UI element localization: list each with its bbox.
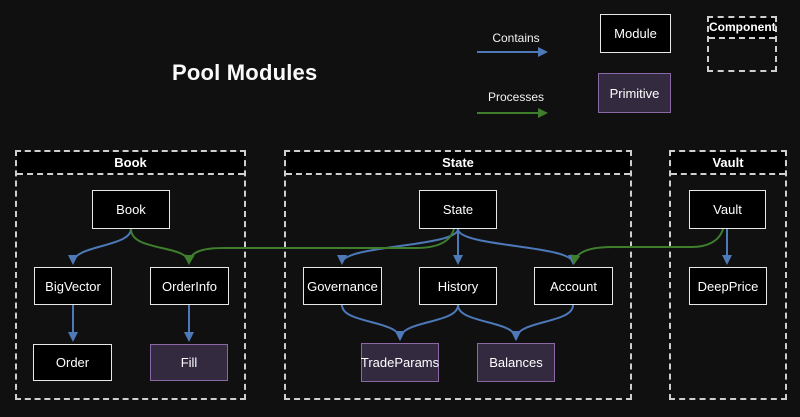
node-book-label: Book — [116, 202, 146, 217]
container-vault-title: Vault — [671, 152, 785, 175]
node-balances-label: Balances — [489, 355, 543, 370]
node-bigvector: BigVector — [34, 267, 112, 305]
node-governance-label: Governance — [307, 278, 378, 294]
node-deepprice-label: DeepPrice — [697, 278, 759, 294]
node-vault: Vault — [689, 190, 766, 229]
node-order: Order — [33, 344, 112, 381]
legend-primitive-label: Primitive — [609, 85, 660, 101]
node-tradeparams-label: TradeParams — [360, 355, 440, 370]
container-state-title: State — [286, 152, 630, 175]
legend-component-label: Component — [709, 18, 776, 39]
legend-primitive-node: Primitive — [598, 73, 671, 113]
legend-processes-label: Processes — [487, 90, 545, 104]
legend-module-label: Module — [614, 26, 657, 41]
node-tradeparams: TradeParams — [361, 343, 439, 382]
node-vault-label: Vault — [713, 202, 742, 217]
legend-component-box: Component — [707, 16, 777, 72]
node-fill: Fill — [150, 344, 228, 381]
legend-contains-label: Contains — [492, 31, 540, 45]
container-book-title: Book — [17, 152, 244, 175]
node-state: State — [419, 190, 497, 229]
node-state-label: State — [442, 202, 474, 217]
node-account-label: Account — [550, 278, 597, 294]
node-orderinfo: OrderInfo — [150, 267, 229, 305]
container-state: State — [284, 150, 632, 400]
node-orderinfo-label: OrderInfo — [162, 278, 217, 294]
node-deepprice: DeepPrice — [689, 267, 767, 305]
node-order-label: Order — [55, 355, 90, 370]
page-title: Pool Modules — [172, 60, 318, 85]
node-history: History — [419, 267, 497, 305]
legend-module-node: Module — [600, 14, 671, 53]
container-vault: Vault — [669, 150, 787, 400]
node-history-label: History — [437, 278, 479, 294]
node-balances: Balances — [477, 343, 555, 382]
node-bigvector-label: BigVector — [45, 278, 101, 294]
container-book: Book — [15, 150, 246, 400]
node-account: Account — [534, 267, 613, 305]
node-governance: Governance — [303, 267, 382, 305]
node-book: Book — [92, 190, 170, 229]
node-fill-label: Fill — [180, 355, 198, 370]
